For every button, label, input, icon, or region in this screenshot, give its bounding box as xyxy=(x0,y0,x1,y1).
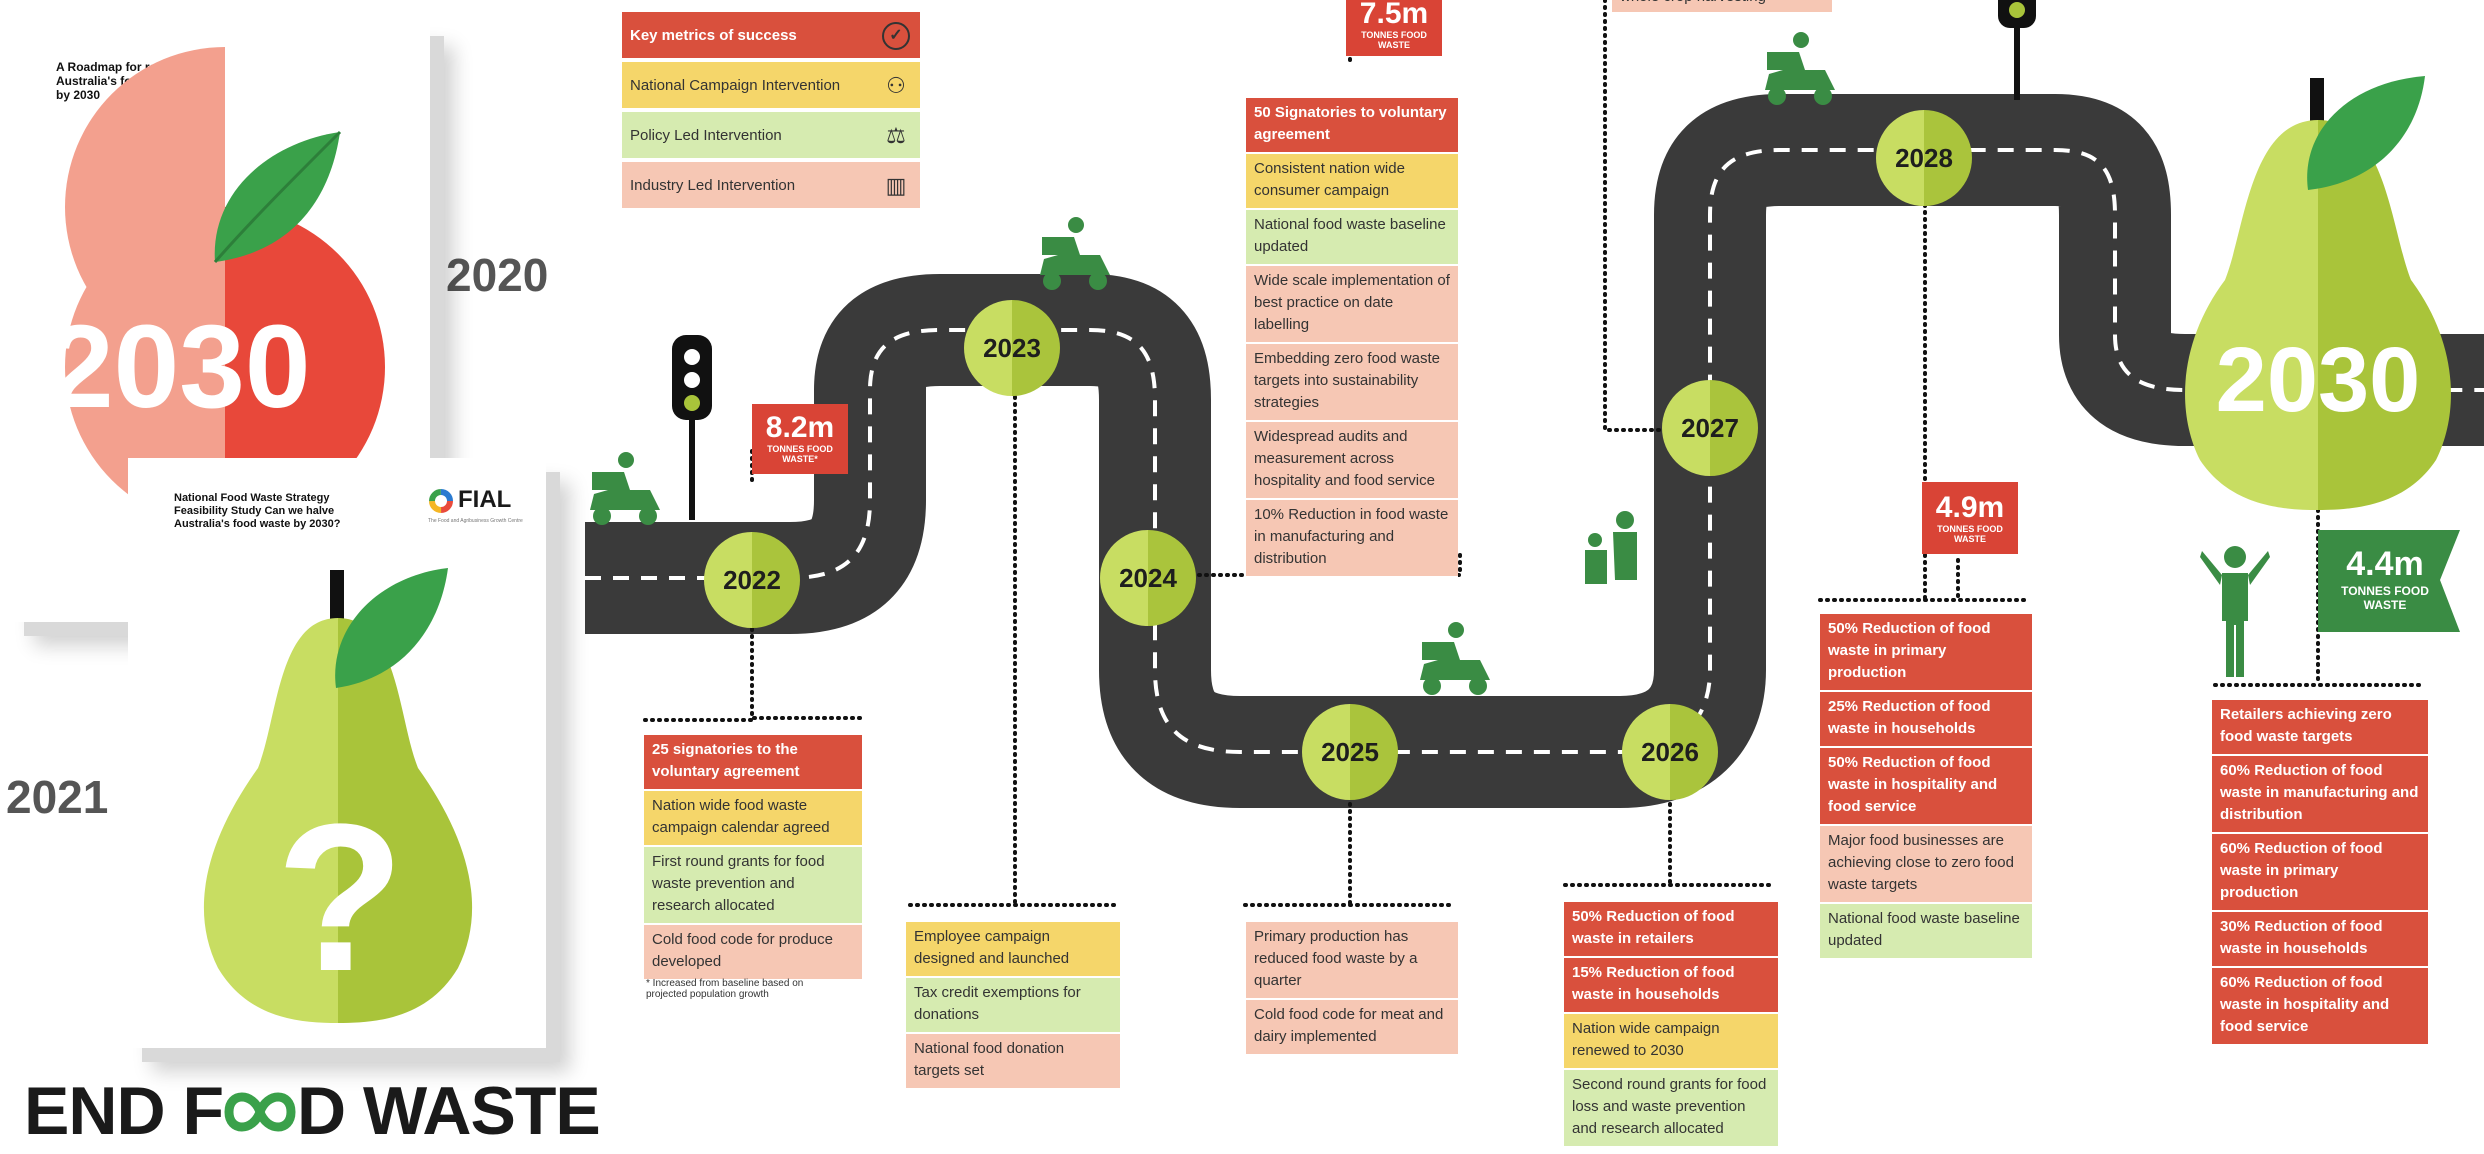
flag-2022-value: 8.2m xyxy=(765,411,835,444)
box-2027-top: whole crop harvesting xyxy=(1612,0,1832,14)
apple-icon xyxy=(65,47,385,527)
people-network-icon: ⚇ xyxy=(886,73,906,98)
milestone-2027-label: 2027 xyxy=(1681,413,1739,443)
box-2022-item-4: Cold food code for produce developed xyxy=(644,925,862,981)
box-2023: Employee campaign designed and launched … xyxy=(906,922,1120,1090)
flag-2024-unit: TONNES FOOD WASTE xyxy=(1361,30,1427,50)
cover-2020-big-number: 2030 xyxy=(48,301,311,433)
key-title: Key metrics of success ✓ xyxy=(622,12,920,60)
flag-2030-tonnes: 4.4m TONNES FOOD WASTE xyxy=(2320,534,2450,630)
milestone-2027[interactable]: 2027 xyxy=(1662,380,1758,476)
flag-2030-value: 4.4m xyxy=(2346,545,2424,583)
box-2023-item-1: Employee campaign designed and launched xyxy=(906,922,1120,978)
box-2027-item-4: Major food businesses are achieving clos… xyxy=(1820,826,2032,904)
box-2030-item-5: 60% Reduction of food waste in hospitali… xyxy=(2212,968,2428,1046)
logo-text-left: END F xyxy=(24,1073,224,1149)
factory-icon: ▥ xyxy=(885,173,907,198)
key-item-campaign: National Campaign Intervention ⚇ xyxy=(622,62,920,110)
box-2027-item-1: 50% Reduction of food waste in primary p… xyxy=(1820,614,2032,692)
milestone-2022-label: 2022 xyxy=(723,565,781,595)
logo-oo-icon xyxy=(223,1076,297,1132)
box-2030-item-4: 30% Reduction of food waste in household… xyxy=(2212,912,2428,968)
box-2030-item-2: 60% Reduction of food waste in manufactu… xyxy=(2212,756,2428,834)
box-2023-item-3: National food donation targets set xyxy=(906,1034,1120,1090)
box-2024-item-3: National food waste baseline updated xyxy=(1246,210,1458,266)
box-2024-item-7: 10% Reduction in food waste in manufactu… xyxy=(1246,500,1458,578)
milestone-2028-label: 2028 xyxy=(1895,143,1953,173)
box-2024-item-4: Wide scale implementation of best practi… xyxy=(1246,266,1458,344)
check-icon: ✓ xyxy=(882,22,910,50)
milestone-2028[interactable]: 2028 xyxy=(1876,110,1972,206)
box-2023-item-2: Tax credit exemptions for donations xyxy=(906,978,1120,1034)
milestone-2025[interactable]: 2025 xyxy=(1302,704,1398,800)
milestone-2025-label: 2025 xyxy=(1321,737,1379,767)
flag-2024-tonnes: 7.5m TONNES FOOD WASTE xyxy=(1346,0,1442,56)
year-label-2021: 2021 xyxy=(6,771,109,823)
box-2027-item-2: 25% Reduction of food waste in household… xyxy=(1820,692,2032,748)
pear-icon xyxy=(203,568,473,1023)
flag-2030-unit: TONNES FOOD WASTE xyxy=(2341,584,2429,612)
key-title-text: Key metrics of success xyxy=(630,27,797,44)
milestone-2026[interactable]: 2026 xyxy=(1622,704,1718,800)
box-2022: 25 signatories to the voluntary agreemen… xyxy=(644,735,862,981)
key-item-policy: Policy Led Intervention ⚖ xyxy=(622,112,920,160)
feasibility-2021-cover[interactable]: National Food Waste Strategy Feasibility… xyxy=(128,458,546,1048)
box-2026-item-4: Second round grants for food loss and wa… xyxy=(1564,1070,1778,1148)
scales-icon: ⚖ xyxy=(886,123,906,148)
box-2024-item-1: 50 Signatories to voluntary agreement xyxy=(1246,98,1458,154)
box-2025-item-1: Primary production has reduced food wast… xyxy=(1246,922,1458,1000)
box-2027: 50% Reduction of food waste in primary p… xyxy=(1820,614,2032,960)
cover-2021-title: National Food Waste Strategy Feasibility… xyxy=(174,492,341,530)
fial-ring-icon xyxy=(429,489,453,513)
box-2024: 50 Signatories to voluntary agreement Co… xyxy=(1246,98,1458,578)
milestone-2023[interactable]: 2023 xyxy=(964,300,1060,396)
key-item-industry: Industry Led Intervention ▥ xyxy=(622,162,920,210)
milestone-2022[interactable]: 2022 xyxy=(704,532,800,628)
box-2027-item-5: National food waste baseline updated xyxy=(1820,904,2032,960)
box-2030: Retailers achieving zero food waste targ… xyxy=(2212,700,2428,1046)
fial-wordmark: FIAL xyxy=(458,486,512,513)
cover-2021-question-mark: ? xyxy=(276,780,405,1015)
key-item-policy-label: Policy Led Intervention xyxy=(630,127,782,144)
end-food-waste-logo[interactable]: END F D WASTE xyxy=(24,1072,601,1150)
box-2024-item-6: Widespread audits and measurement across… xyxy=(1246,422,1458,500)
flag-2027-unit: TONNES FOOD WASTE xyxy=(1937,524,2003,544)
fial-subtitle: The Food and Agribusiness Growth Centre xyxy=(428,518,523,524)
box-2022-item-3: First round grants for food waste preven… xyxy=(644,847,862,925)
box-2024-item-2: Consistent nation wide consumer campaign xyxy=(1246,154,1458,210)
milestone-2026-label: 2026 xyxy=(1641,737,1699,767)
flag-2024-value: 7.5m xyxy=(1359,0,1429,30)
key-item-campaign-label: National Campaign Intervention xyxy=(630,77,841,94)
year-label-2020: 2020 xyxy=(446,249,549,301)
box-2022-item-2: Nation wide food waste campaign calendar… xyxy=(644,791,862,847)
box-2030-item-3: 60% Reduction of food waste in primary p… xyxy=(2212,834,2428,912)
box-2026-item-1: 50% Reduction of food waste in retailers xyxy=(1564,902,1778,958)
milestone-2024[interactable]: 2024 xyxy=(1100,530,1196,626)
box-2024-item-5: Embedding zero food waste targets into s… xyxy=(1246,344,1458,422)
box-2030-item-1: Retailers achieving zero food waste targ… xyxy=(2212,700,2428,756)
flag-2022-unit: TONNES FOOD WASTE* xyxy=(767,444,833,464)
box-2025-item-2: Cold food code for meat and dairy implem… xyxy=(1246,1000,1458,1056)
box-2026-item-2: 15% Reduction of food waste in household… xyxy=(1564,958,1778,1014)
milestone-2024-label: 2024 xyxy=(1119,563,1177,593)
box-2022-footnote: * Increased from baseline based on proje… xyxy=(646,978,804,1000)
flag-2022-tonnes: 8.2m TONNES FOOD WASTE* xyxy=(752,404,848,474)
box-2026-item-3: Nation wide campaign renewed to 2030 xyxy=(1564,1014,1778,1070)
key-item-industry-label: Industry Led Intervention xyxy=(630,177,796,194)
flag-2027-tonnes: 4.9m TONNES FOOD WASTE xyxy=(1922,482,2018,554)
flag-2027-value: 4.9m xyxy=(1935,491,2005,524)
box-2026: 50% Reduction of food waste in retailers… xyxy=(1564,902,1778,1148)
box-2027-top-item: whole crop harvesting xyxy=(1612,0,1832,14)
box-2027-item-3: 50% Reduction of food waste in hospitali… xyxy=(1820,748,2032,826)
milestone-2023-label: 2023 xyxy=(983,333,1041,363)
fial-logo: FIAL The Food and Agribusiness Growth Ce… xyxy=(428,486,523,524)
box-2022-item-1: 25 signatories to the voluntary agreemen… xyxy=(644,735,862,791)
logo-text-right: D WASTE xyxy=(297,1073,601,1149)
traffic-light-icon xyxy=(672,335,712,520)
box-2025: Primary production has reduced food wast… xyxy=(1246,922,1458,1056)
milestone-2030-label: 2030 xyxy=(2215,329,2421,431)
